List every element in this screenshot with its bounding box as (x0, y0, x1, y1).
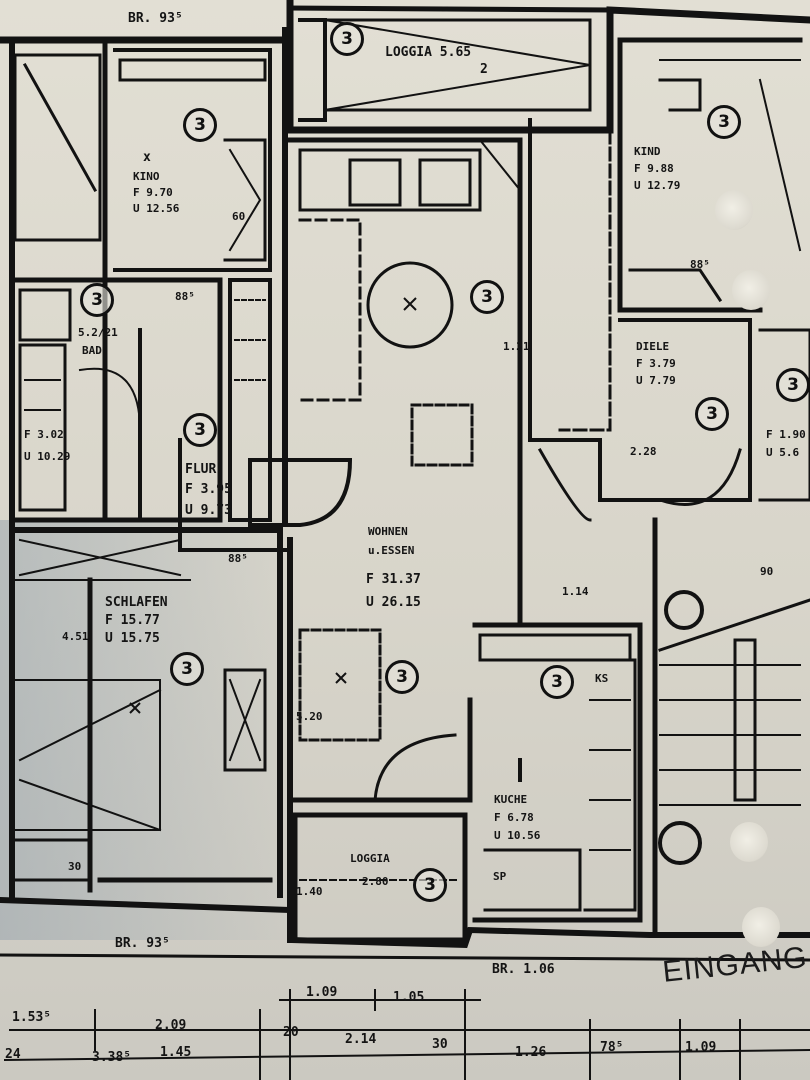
wohnen-perimeter: U 26.15 (366, 595, 421, 610)
wohnen-name-1: WOHNEN (368, 525, 408, 538)
paper-shadow (0, 520, 300, 940)
marker-loggia-top: 3 (330, 22, 364, 56)
marker-kuche: 3 (540, 665, 574, 699)
kind-area: F 9.88 (634, 162, 674, 175)
dim-214: 2.14 (345, 1032, 377, 1047)
loggia-bottom-area: 2.80 (362, 875, 389, 888)
br-bottom-mid-label: BR. 1.06 (492, 962, 555, 977)
wohnen-area: F 31.37 (366, 572, 421, 587)
kino-name: KINO (133, 170, 160, 183)
dim-451: 4.51 (62, 630, 89, 643)
marker-flur: 3 (183, 413, 217, 447)
marker-kind: 3 (707, 105, 741, 139)
dim-20: 20 (283, 1025, 299, 1040)
dim-140: 1.40 (296, 885, 323, 898)
kino-perimeter: U 12.56 (133, 202, 180, 215)
kuche-perimeter: U 10.56 (494, 829, 541, 842)
dim-3385: 3.38⁵ (92, 1050, 132, 1065)
door-885-flur: 88⁵ (228, 552, 248, 565)
flur-name: FLUR (185, 462, 217, 477)
marker-kino: 3 (183, 108, 217, 142)
loggia-bottom-name: LOGGIA (350, 852, 390, 865)
eingang-label: EINGANG (661, 940, 810, 989)
door-885-kind: 88⁵ (690, 258, 710, 271)
marker-right: 3 (776, 368, 810, 402)
dim-1535: 1.53⁵ (12, 1010, 52, 1025)
kuche-area: F 6.78 (494, 811, 534, 824)
dim-109-bottom: 1.09 (685, 1040, 717, 1055)
kino-area: F 9.70 (133, 186, 173, 199)
dim-785: 78⁵ (600, 1040, 624, 1055)
dim-60: 60 (232, 210, 246, 223)
dim-145: 1.45 (160, 1045, 192, 1060)
dim-ks: KS (595, 672, 609, 685)
dim-121: 1.21 (503, 340, 530, 353)
marker-diele: 3 (695, 397, 729, 431)
dim-228: 2.28 (630, 445, 657, 458)
marker-bad: 3 (80, 283, 114, 317)
punch-hole (715, 190, 753, 230)
diele-perimeter: U 7.79 (636, 374, 676, 387)
kino-x: x (143, 150, 151, 165)
dim-109-top: 1.09 (306, 985, 338, 1000)
loggia-top-label: LOGGIA 5.65 (385, 45, 472, 60)
dim-30: 30 (68, 860, 82, 873)
door-885-bad: 88⁵ (175, 290, 195, 303)
dim-114: 1.14 (562, 585, 589, 598)
punch-hole (732, 270, 770, 310)
dim-105-top: 1.05 (393, 990, 425, 1005)
diele-name: DIELE (636, 340, 670, 353)
kuche-name: KUCHE (494, 793, 528, 806)
br-top-label: BR. 93⁵ (128, 11, 183, 26)
flur-perimeter: U 9.73 (185, 503, 232, 518)
bad-area: 5.2/21 (78, 326, 118, 339)
kind-name: KIND (634, 145, 661, 158)
dim-sp: SP (493, 870, 507, 883)
punch-hole (730, 822, 768, 862)
dim-126-bottom: 1.26 (515, 1045, 547, 1060)
diele-area: F 3.79 (636, 357, 676, 370)
right-perimeter: U 5.6 (766, 446, 800, 459)
dim-209: 2.09 (155, 1018, 187, 1033)
marker-wohnen: 3 (470, 280, 504, 314)
dim-24: 24 (5, 1047, 21, 1062)
schlafen-name: SCHLAFEN (105, 595, 168, 610)
flur-area: F 3.95 (185, 482, 232, 497)
dim-30-bottom: 30 (432, 1037, 448, 1052)
schlafen-perimeter: U 15.75 (105, 631, 160, 646)
br-bottom-left-label: BR. 93⁵ (115, 936, 170, 951)
marker-schlafen: 3 (170, 652, 204, 686)
dim-90: 90 (760, 565, 774, 578)
wc-perimeter: U 10.29 (24, 450, 71, 463)
right-area: F 1.90 (766, 428, 806, 441)
bad-name: BAD (82, 344, 102, 357)
kind-perimeter: U 12.79 (634, 179, 681, 192)
marker-loggia-bottom: 3 (413, 868, 447, 902)
loggia-top-fraction: 2 (480, 62, 488, 77)
marker-wohnen-2: 3 (385, 660, 419, 694)
wohnen-name-2: u.ESSEN (368, 544, 415, 557)
dim-520: 5.20 (296, 710, 323, 723)
punch-hole (742, 907, 780, 947)
wc-area: F 3.02 (24, 428, 64, 441)
schlafen-area: F 15.77 (105, 613, 160, 628)
